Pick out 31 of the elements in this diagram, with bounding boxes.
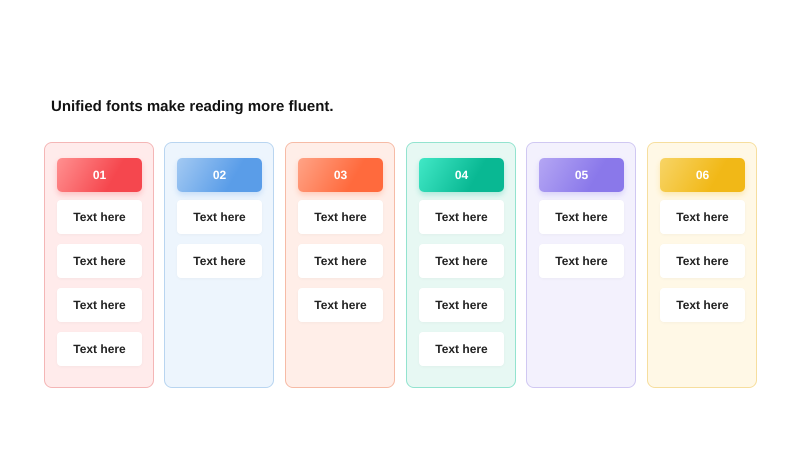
text-card: Text here [660,200,745,234]
title: Unified fonts make reading more fluent. [51,98,334,115]
text-card: Text here [57,200,142,234]
number-header: 01 [57,158,142,192]
text-card: Text here [419,288,504,322]
column-panel [647,142,757,388]
text-card: Text here [539,200,624,234]
column-panel [285,142,395,388]
column-panel [44,142,154,388]
text-card: Text here [419,244,504,278]
text-card: Text here [419,200,504,234]
number-header: 05 [539,158,624,192]
text-card: Text here [57,244,142,278]
text-card: Text here [57,288,142,322]
text-card: Text here [419,332,504,366]
text-card: Text here [177,244,262,278]
text-card: Text here [539,244,624,278]
column-panel [406,142,516,388]
text-card: Text here [660,288,745,322]
column-panel [164,142,274,388]
number-header: 02 [177,158,262,192]
text-card: Text here [298,200,383,234]
number-header: 03 [298,158,383,192]
text-card: Text here [57,332,142,366]
text-card: Text here [660,244,745,278]
number-header: 06 [660,158,745,192]
text-card: Text here [298,288,383,322]
column-panel [526,142,636,388]
text-card: Text here [298,244,383,278]
text-card: Text here [177,200,262,234]
number-header: 04 [419,158,504,192]
